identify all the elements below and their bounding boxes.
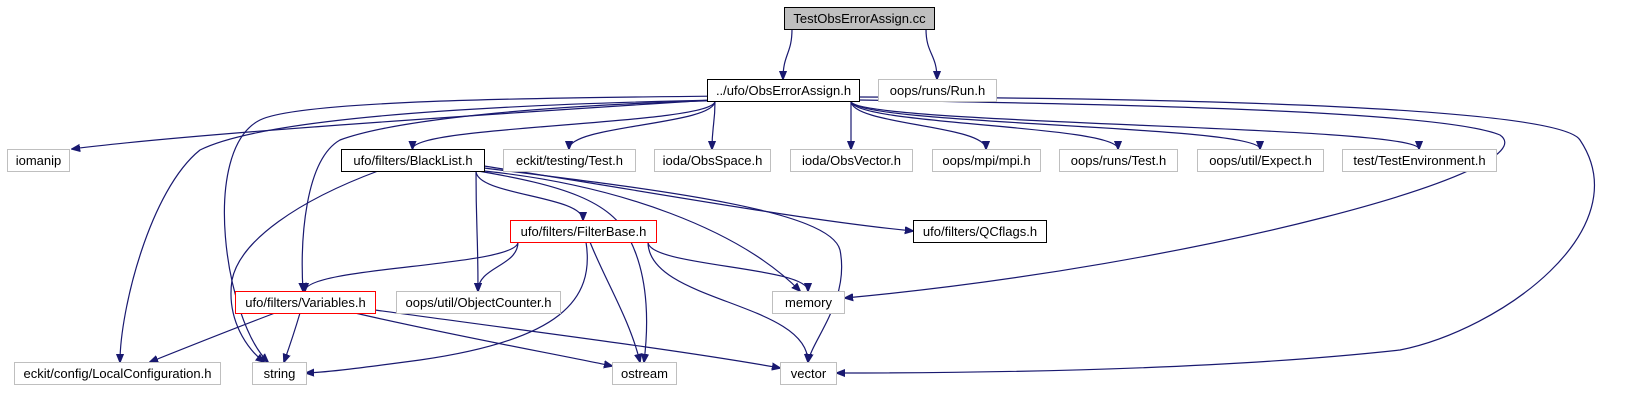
edge-blacklist-to-ostream (477, 170, 647, 362)
node-filterbase[interactable]: ufo/filters/FilterBase.h (510, 220, 657, 243)
node-mpi[interactable]: oops/mpi/mpi.h (932, 149, 1041, 172)
edge-obserrorassign-to-blacklist (413, 100, 716, 149)
edge-blacklist-to-memory (483, 170, 800, 291)
node-variables[interactable]: ufo/filters/Variables.h (235, 291, 376, 314)
edge-blacklist-to-qcflags (483, 165, 913, 231)
node-box (612, 362, 677, 385)
node-vector[interactable]: vector (780, 362, 837, 385)
node-root[interactable]: TestObsErrorAssign.cc (784, 7, 935, 30)
node-label: eckit/config/LocalConfiguration.h (24, 366, 212, 381)
edge-filterbase-to-vector (647, 241, 808, 362)
edge-obserrorassign-to-eckit_test (569, 100, 716, 149)
node-label: oops/runs/Test.h (1071, 153, 1166, 168)
node-box (1197, 149, 1324, 172)
edge-blacklist-to-string (230, 170, 379, 362)
edge-blacklist-to-vector (483, 167, 843, 362)
node-localconf[interactable]: eckit/config/LocalConfiguration.h (14, 362, 221, 385)
node-label: oops/runs/Run.h (890, 83, 985, 98)
node-label: memory (785, 295, 832, 310)
node-label: ufo/filters/QCflags.h (923, 224, 1037, 239)
node-qcflags[interactable]: ufo/filters/QCflags.h (913, 220, 1047, 243)
node-string[interactable]: string (252, 362, 307, 385)
edge-variables-to-vector (374, 309, 780, 368)
node-iomanip[interactable]: iomanip (7, 149, 70, 172)
node-obserrorassign[interactable]: ../ufo/ObsErrorAssign.h (707, 79, 860, 102)
node-label: ostream (621, 366, 668, 381)
node-box (913, 220, 1047, 243)
nodes-layer: TestObsErrorAssign.cc ../ufo/ObsErrorAssi… (7, 7, 1497, 385)
edge-obserrorassign-to-obsspace (712, 100, 715, 149)
edge-obserrorassign-to-runs_test (850, 100, 1118, 149)
node-label: ioda/ObsVector.h (802, 153, 901, 168)
node-label: ufo/filters/Variables.h (245, 295, 365, 310)
node-objcounter[interactable]: oops/util/ObjectCounter.h (396, 291, 561, 314)
node-ostream[interactable]: ostream (612, 362, 677, 385)
node-box (1342, 149, 1497, 172)
node-label: eckit/testing/Test.h (516, 153, 623, 168)
node-runs_run[interactable]: oops/runs/Run.h (878, 79, 997, 102)
edges-layer (72, 28, 1595, 373)
node-box (396, 291, 561, 314)
node-label: oops/util/ObjectCounter.h (406, 295, 552, 310)
node-box (341, 149, 485, 172)
edge-obserrorassign-to-variables (302, 99, 741, 291)
edge-blacklist-to-objcounter (476, 170, 478, 291)
node-box (252, 362, 307, 385)
node-box (1059, 149, 1178, 172)
node-box (784, 7, 935, 30)
node-label: ufo/filters/FilterBase.h (521, 224, 647, 239)
node-box (878, 79, 997, 102)
edge-obserrorassign-to-iomanip (72, 99, 713, 149)
node-box (772, 291, 845, 314)
node-box (932, 149, 1041, 172)
edge-filterbase-to-memory (647, 241, 808, 291)
edge-obserrorassign-to-testenv (850, 100, 1419, 149)
node-box (707, 79, 860, 102)
node-obsvector[interactable]: ioda/ObsVector.h (790, 149, 913, 172)
node-label: oops/mpi/mpi.h (942, 153, 1030, 168)
node-label: test/TestEnvironment.h (1353, 153, 1485, 168)
node-testenv[interactable]: test/TestEnvironment.h (1342, 149, 1497, 172)
node-label: iomanip (16, 153, 62, 168)
edge-obserrorassign-to-mpi (850, 100, 986, 149)
edge-obserrorassign-to-expect (850, 100, 1260, 149)
node-box (510, 220, 657, 243)
node-memory[interactable]: memory (772, 291, 845, 314)
edge-filterbase-to-objcounter (478, 241, 519, 291)
node-label: ioda/ObsSpace.h (663, 153, 763, 168)
node-box (780, 362, 837, 385)
node-box (7, 149, 70, 172)
edge-variables-to-ostream (354, 312, 612, 366)
node-label: vector (791, 366, 827, 381)
edge-filterbase-to-string (306, 241, 588, 373)
node-box (654, 149, 771, 172)
edge-filterbase-to-ostream (589, 241, 640, 362)
node-obsspace[interactable]: ioda/ObsSpace.h (654, 149, 771, 172)
edge-variables-to-localconf (150, 312, 276, 362)
node-label: oops/util/Expect.h (1209, 153, 1312, 168)
node-runs_test[interactable]: oops/runs/Test.h (1059, 149, 1178, 172)
edge-root-to-obserrorassign (783, 28, 793, 79)
edge-root-to-runs_run (925, 28, 937, 79)
node-eckit_test[interactable]: eckit/testing/Test.h (503, 149, 636, 172)
node-box (235, 291, 376, 314)
node-box (14, 362, 221, 385)
edge-obserrorassign-to-memory (845, 99, 1506, 298)
edge-filterbase-to-variables (305, 241, 519, 291)
node-box (503, 149, 636, 172)
edge-obserrorassign-to-vector (837, 96, 1595, 373)
node-label: ufo/filters/BlackList.h (353, 153, 472, 168)
edge-blacklist-to-filterbase (475, 170, 583, 220)
edge-variables-to-string (284, 312, 301, 362)
node-label: ../ufo/ObsErrorAssign.h (716, 83, 851, 98)
node-label: TestObsErrorAssign.cc (793, 11, 926, 26)
node-box (790, 149, 913, 172)
node-blacklist[interactable]: ufo/filters/BlackList.h (341, 149, 485, 172)
edge-obserrorassign-to-localconf (120, 99, 721, 362)
node-expect[interactable]: oops/util/Expect.h (1197, 149, 1324, 172)
node-label: string (264, 366, 296, 381)
